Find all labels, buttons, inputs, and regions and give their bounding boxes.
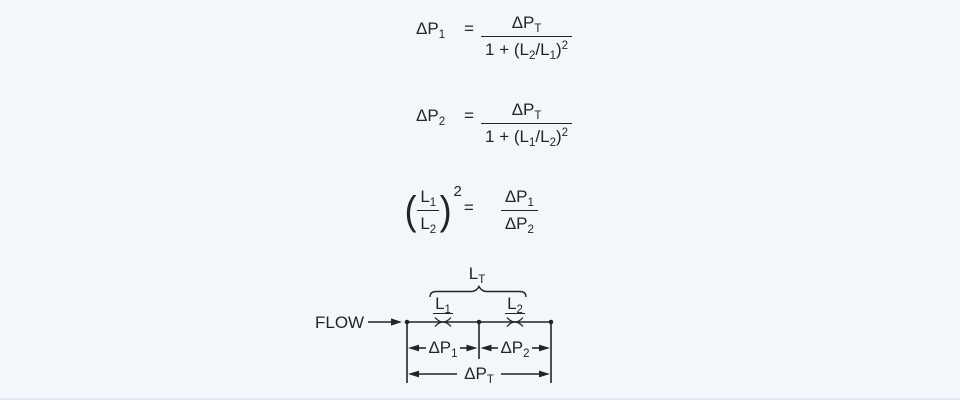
dp2-left-arrowhead	[480, 344, 492, 352]
restriction-2-lower-arc	[506, 321, 524, 327]
flow-diagram-graphics	[368, 284, 554, 383]
flow-arrowhead	[391, 318, 402, 326]
l2-label: L2	[505, 294, 525, 316]
formula-dp1-fraction: ΔPT 1 + (L2/L1)2	[481, 13, 573, 62]
formula-dp2-denominator: 1 + (L1/L2)2	[481, 123, 573, 149]
equals-sign: =	[464, 105, 475, 125]
dp2-right-arrowhead	[539, 344, 550, 352]
formula-dp1-lhs-text: ΔP	[416, 18, 439, 38]
formula-ratio-pressure-fraction: ΔP1 ΔP2	[500, 187, 538, 236]
dpt-left-arrowhead	[408, 370, 419, 378]
formula-dp1-lhs: ΔP1	[416, 18, 446, 41]
formula-dp1-denominator: 1 + (L2/L1)2	[481, 36, 573, 62]
formula-ratio-length-numerator: L1	[420, 187, 437, 209]
equals-sign: =	[463, 197, 474, 217]
formula-dp1-lhs-subscript: 1	[438, 28, 446, 41]
squared-exponent: 2	[453, 182, 462, 200]
dpt-dimension-label: ΔPT	[464, 364, 494, 386]
dp1-dimension-label: ΔP1	[428, 338, 458, 360]
formula-ratio-pressure-numerator: ΔP1	[504, 187, 534, 209]
formula-dp2-lhs-text: ΔP	[416, 105, 439, 125]
dp2-dimension-label: ΔP2	[500, 338, 530, 360]
formula-dp2-fraction: ΔPT 1 + (L1/L2)2	[481, 100, 573, 149]
dp1-left-arrowhead	[408, 344, 419, 352]
formula-ratio: ( L1 L2 ) 2 = ΔP1 ΔP2	[404, 183, 538, 236]
formula-dp2-numerator: ΔPT	[511, 100, 542, 122]
left-parenthesis: (	[404, 188, 417, 233]
lt-brace	[429, 284, 527, 298]
right-parenthesis: )	[439, 188, 452, 233]
formula-dp1: ΔP1 = ΔPT 1 + (L2/L1)2	[416, 13, 573, 62]
formula-ratio-pressure-denominator: ΔP2	[500, 210, 538, 236]
restriction-1-lower-arc	[434, 321, 452, 327]
formula-dp2: ΔP2 = ΔPT 1 + (L1/L2)2	[416, 100, 573, 149]
flow-label: FLOW	[315, 313, 365, 332]
equals-sign: =	[464, 18, 475, 38]
pipe-point-left	[404, 319, 410, 325]
pipe-point-middle	[476, 319, 482, 325]
dp1-right-arrowhead	[466, 344, 478, 352]
formula-ratio-length-fraction: L1 L2	[417, 187, 440, 236]
dpt-right-arrowhead	[539, 370, 550, 378]
flow-diagram: FLOW LT L1 L2 ΔP1 ΔP2 ΔPT	[300, 255, 570, 400]
lt-label: LT	[468, 264, 486, 286]
window-bottom-edge	[0, 398, 960, 400]
l1-label: L1	[433, 294, 453, 316]
formula-dp2-lhs: ΔP2	[416, 105, 446, 128]
formula-dp1-numerator: ΔPT	[511, 13, 542, 35]
pipe-point-right	[548, 319, 554, 325]
formula-dp2-lhs-subscript: 2	[438, 115, 446, 128]
formula-ratio-length-denominator: L2	[417, 210, 440, 236]
